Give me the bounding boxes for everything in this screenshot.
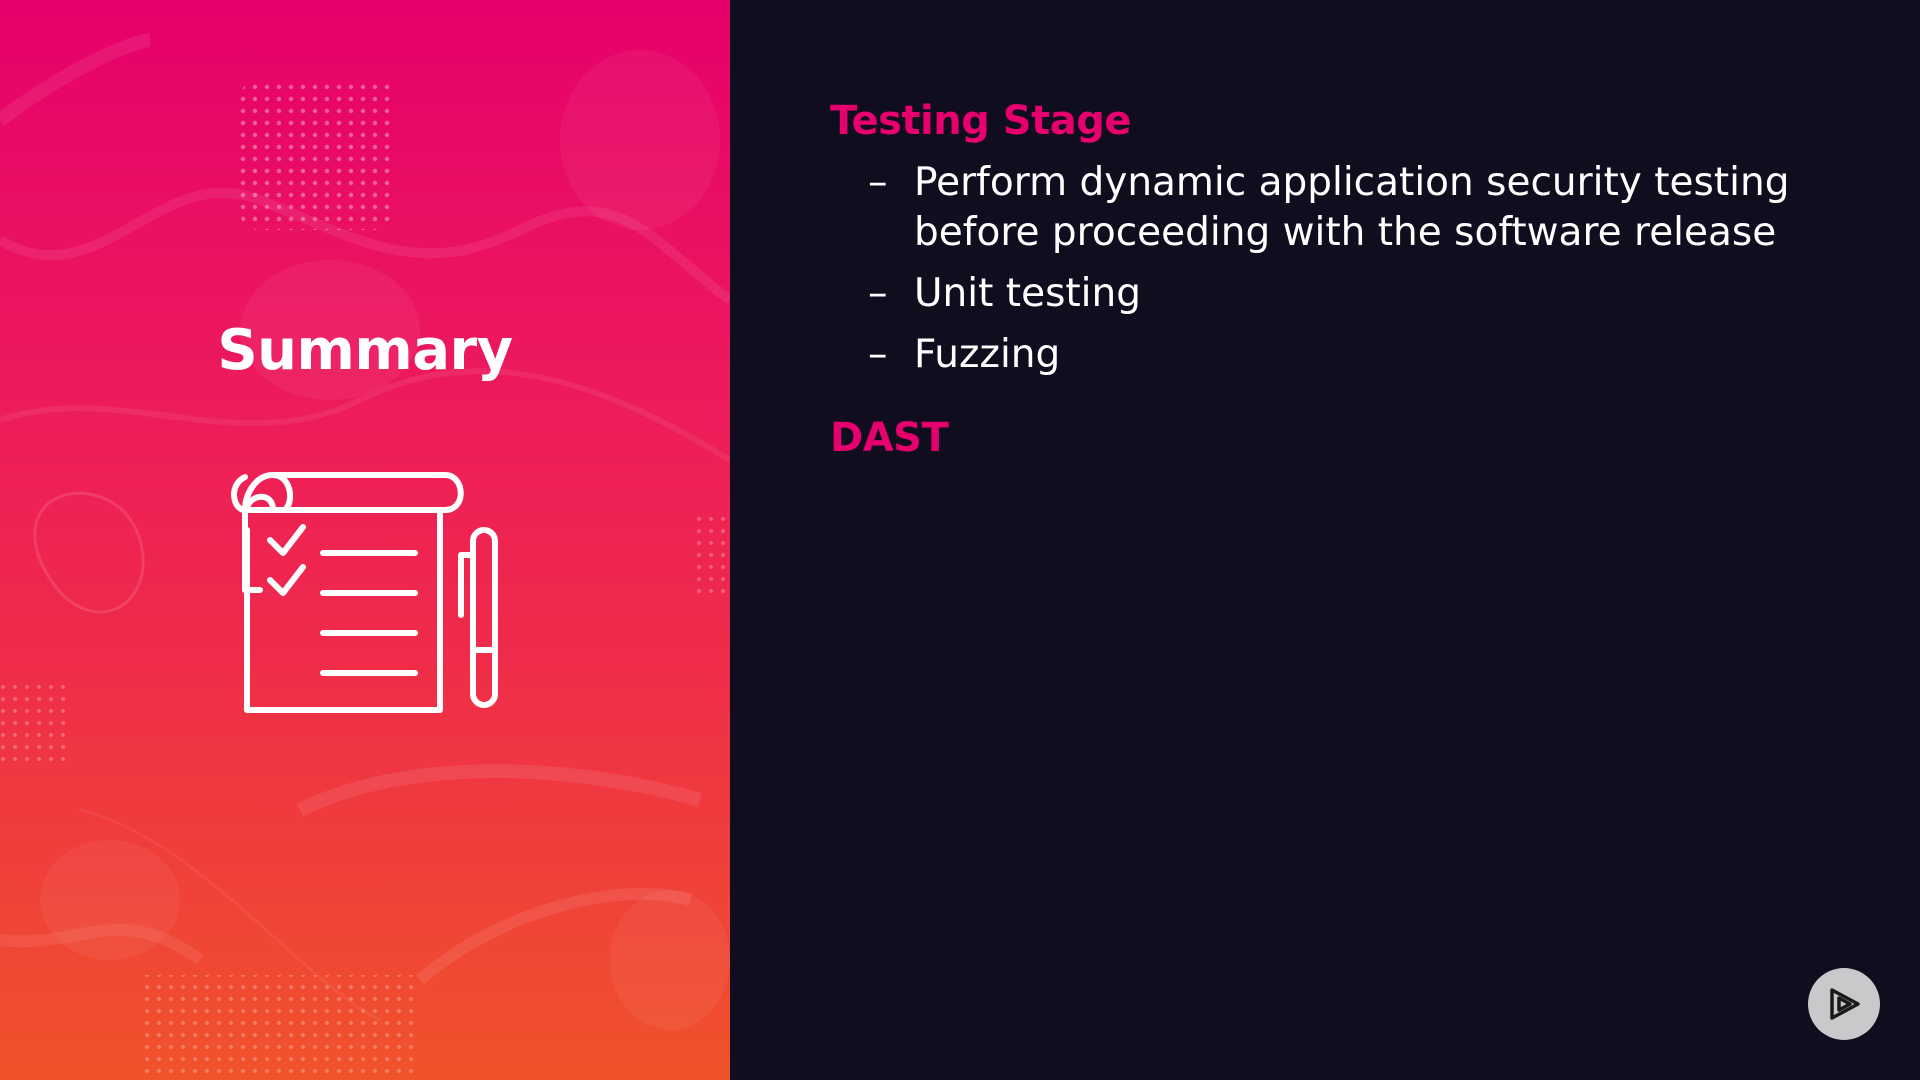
bullet-dash: – xyxy=(868,271,888,316)
right-panel: Testing Stage – Perform dynamic applicat… xyxy=(730,0,1920,1080)
play-logo-icon xyxy=(1830,988,1860,1020)
left-panel: Summary xyxy=(0,0,730,1080)
play-logo-button[interactable] xyxy=(1808,968,1880,1040)
list-item: – Fuzzing xyxy=(868,330,1868,380)
list-item: – Unit testing xyxy=(868,269,1868,319)
list-item: – Perform dynamic application security t… xyxy=(868,158,1868,258)
bullet-text: Unit testing xyxy=(914,271,1141,316)
background-decoration xyxy=(0,33,730,1080)
summary-title: Summary xyxy=(217,318,513,383)
bullet-text: Perform dynamic application security tes… xyxy=(914,160,1790,255)
testing-stage-heading: Testing Stage xyxy=(830,98,1131,144)
checklist-notepad-pen-icon xyxy=(231,472,498,713)
bullet-dash: – xyxy=(868,332,888,377)
bullet-text: Fuzzing xyxy=(914,332,1061,377)
dast-heading: DAST xyxy=(830,415,949,461)
testing-stage-bullets: – Perform dynamic application security t… xyxy=(868,158,1868,391)
bullet-dash: – xyxy=(868,160,888,205)
